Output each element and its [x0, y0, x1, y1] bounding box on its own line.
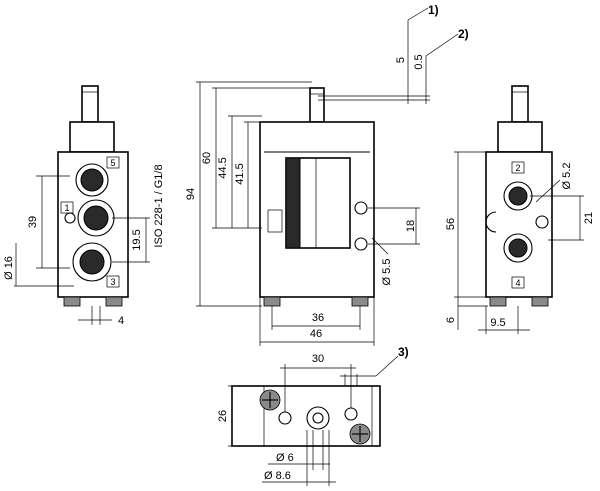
dim-36: 36	[312, 312, 324, 324]
bottom-screw-right	[349, 423, 371, 445]
dim-9-5: 9.5	[490, 317, 505, 329]
bottom-view: 30 3) 26 Ø 6 Ø 8.6	[217, 345, 409, 486]
dim-dia-8-6: Ø 8.6	[264, 470, 291, 482]
right-pilot-hole	[535, 215, 549, 229]
left-plunger	[81, 85, 99, 123]
left-port-5-box	[106, 156, 120, 169]
dim-dia-16: Ø 16	[3, 256, 15, 280]
center-view: 94 60 44.5 41.5 18 Ø 5.5 36 46 1)	[185, 3, 469, 346]
dim-4: 4	[118, 315, 124, 327]
dim-6: 6	[445, 317, 457, 323]
note-1: 1)	[428, 3, 439, 17]
dim-dia-5-2: Ø 5.2	[561, 163, 573, 190]
left-neck	[69, 121, 115, 153]
dim-46: 46	[310, 328, 322, 340]
right-foot-right	[531, 296, 549, 307]
right-body	[485, 151, 553, 298]
center-mount-hole-bottom	[354, 237, 368, 251]
dim-30: 30	[312, 353, 324, 365]
right-port-4	[503, 233, 533, 263]
right-port-2-box	[511, 161, 525, 174]
dim-dia-5-5: Ø 5.5	[381, 259, 393, 286]
dim-39: 39	[27, 216, 39, 228]
center-plunger	[309, 87, 325, 123]
center-foot-left	[263, 296, 281, 307]
dim-44-5: 44.5	[217, 157, 229, 178]
right-view: 2 4 56 6 9.5 Ø 5.2 21	[445, 85, 595, 334]
note-2: 2)	[458, 27, 469, 41]
left-port-3-label: 3	[110, 277, 115, 287]
left-port-1-label: 1	[64, 203, 69, 213]
bottom-screw-left	[259, 389, 281, 411]
dim-dia-6: Ø 6	[276, 452, 294, 464]
right-port-2-label: 2	[515, 163, 520, 173]
left-port-5	[75, 163, 109, 197]
dim-41-5: 41.5	[234, 163, 246, 184]
left-view: 5 1 3 39 19.5 ISO 228-1 / G1/8 Ø 16 4	[3, 85, 165, 327]
bottom-port-outer	[306, 406, 330, 430]
left-port-3	[72, 242, 112, 282]
right-neck	[497, 121, 543, 153]
dim-56: 56	[445, 218, 457, 230]
left-port-3-box	[106, 275, 120, 288]
left-port-1-box	[60, 201, 74, 214]
right-foot-left	[489, 296, 507, 307]
left-port-5-label: 5	[110, 158, 115, 168]
left-foot-left	[63, 296, 81, 307]
right-side-recess	[485, 211, 497, 233]
iso-thread-label: ISO 228-1 / G1/8	[153, 164, 165, 247]
dim-21: 21	[583, 212, 595, 224]
right-port-4-label: 4	[515, 278, 520, 288]
center-coil-dark	[285, 157, 301, 249]
right-port-4-box	[511, 276, 525, 289]
dim-5: 5	[395, 57, 407, 63]
bottom-port-inner	[312, 412, 324, 424]
dim-18: 18	[405, 220, 417, 232]
dim-26: 26	[217, 410, 229, 422]
dim-60: 60	[201, 152, 213, 164]
right-plunger	[511, 85, 529, 123]
dim-94: 94	[185, 188, 197, 200]
note-3: 3)	[398, 345, 409, 359]
dim-19-5: 19.5	[131, 229, 143, 250]
center-foot-right	[351, 296, 369, 307]
center-screw-slot	[267, 209, 283, 233]
left-port-1	[77, 199, 115, 237]
left-foot-right	[105, 296, 123, 307]
center-mount-hole-top	[354, 201, 368, 215]
dim-0-5: 0.5	[413, 54, 425, 69]
